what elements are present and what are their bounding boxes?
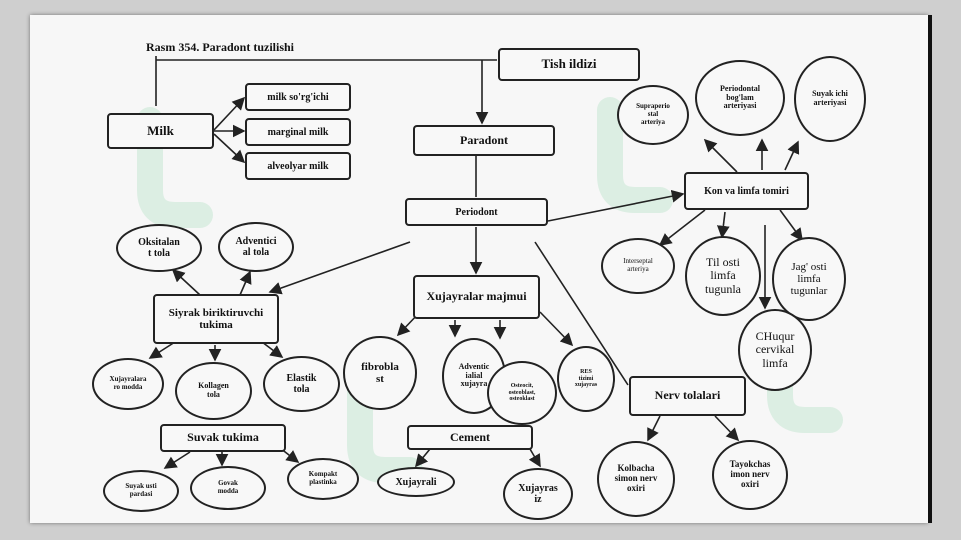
node-res-tizimi: RES tizimi xujayras [557,346,615,412]
node-xujayralararo-modda: Xujayralara ro modda [92,358,164,410]
connector-periodont-nerv [534,241,629,386]
node-jag-osti-limfa: Jag' osti limfa tugunlar [772,237,846,321]
node-til-osti-limfa: Til osti limfa tugunla [685,236,761,316]
connector-siyrak-oksitalan [171,268,201,296]
connector-siyrak-elastik [261,341,284,358]
node-suyak-ichi-arteriyasi: Suyak ichi arteriyasi [794,56,866,142]
connector-siyrak-xujayralararo [148,341,176,359]
connector-kon-jagosti [779,209,803,242]
node-xujayrasiz: Xujayras iz [503,468,573,520]
node-osteotsit-osteoblast-osteoklast: Osteocit, osteoblast, osteoklast [487,361,557,425]
connector-xujayralar-res [539,311,574,347]
connector-nerv-kolbacha [647,415,661,442]
node-marginal-milk: marginal milk [245,118,351,146]
connector-cement-xujayrali [414,448,431,468]
connector-periodont-kon [547,189,685,222]
connector-suyak-ustipardasi [163,451,191,469]
node-xujayralar-majmui: Xujayralar majmui [413,275,540,319]
figure-title: Rasm 354. Paradont tuzilishi [146,40,295,54]
node-tish-ildizi: Tish ildizi [498,48,640,81]
node-milk-sorgichi: milk so'rg'ichi [245,83,351,111]
slide-right-border [928,15,932,523]
connector-kon-interseptal [658,209,706,246]
connector-kon-tilosti [716,211,730,239]
node-xujayrali: Xujayrali [377,467,455,497]
connector-milk-sorgichi [213,96,246,131]
node-kollagen-tola: Kollagen tola [175,362,252,420]
node-milk: Milk [107,113,214,149]
node-govak-modda: Govak modda [190,466,266,510]
node-tayokchasimon-nerv-oxiri: Tayokchas imon nerv oxiri [712,440,788,510]
connector-periodont-siyrak [268,241,411,295]
node-alveolyar-milk: alveolyar milk [245,152,351,180]
node-oksitalan-tola: Oksitalan t tola [116,224,202,272]
connector-kon-suyakichi [784,140,800,171]
node-kon-limfa: Kon va limfa tomiri [684,172,809,210]
node-periodont: Periodont [405,198,548,226]
node-cement: Cement [407,425,533,450]
node-suyak-tukima: Suvak tukima [160,424,286,452]
node-chuqur-cervikal-limfa: CHuqur cervikal limfa [738,309,812,391]
connector-nerv-tayokchasimon [714,415,740,442]
node-interseptal-arteriya: Interseptal arteriya [601,238,675,294]
node-siyrak-biriktiruvchi: Siyrak biriktiruvchi tukima [153,294,279,344]
node-suyak-usti-pardasi: Suyak usti pardasi [103,470,179,512]
connector-kon-supraperiostal [703,138,738,173]
node-elastik-tola: Elastik tola [263,356,340,412]
connector-milk-alveolyar [213,133,246,164]
node-fibroblast: fibrobla st [343,336,417,410]
node-kompakt-plastinka: Kompakt plastinka [287,458,359,500]
connector-siyrak-adventitsial [239,270,252,296]
node-periodontal-boglam-arteriyasi: Periodontal bog'lam arteriyasi [695,60,785,136]
node-kolbacha-simon-nerv-oxiri: Kolbacha simon nerv oxiri [597,441,675,517]
node-adventitsial-tola: Adventici al tola [218,222,294,272]
connector-cement-xujayrasiz [528,448,541,468]
node-nerv-tolalari: Nerv tolalari [629,376,746,416]
node-supraperiostal-arteriya: Supraperio stal arteriya [617,85,689,145]
node-paradont: Paradont [413,125,555,156]
watermark-logo [137,97,843,483]
